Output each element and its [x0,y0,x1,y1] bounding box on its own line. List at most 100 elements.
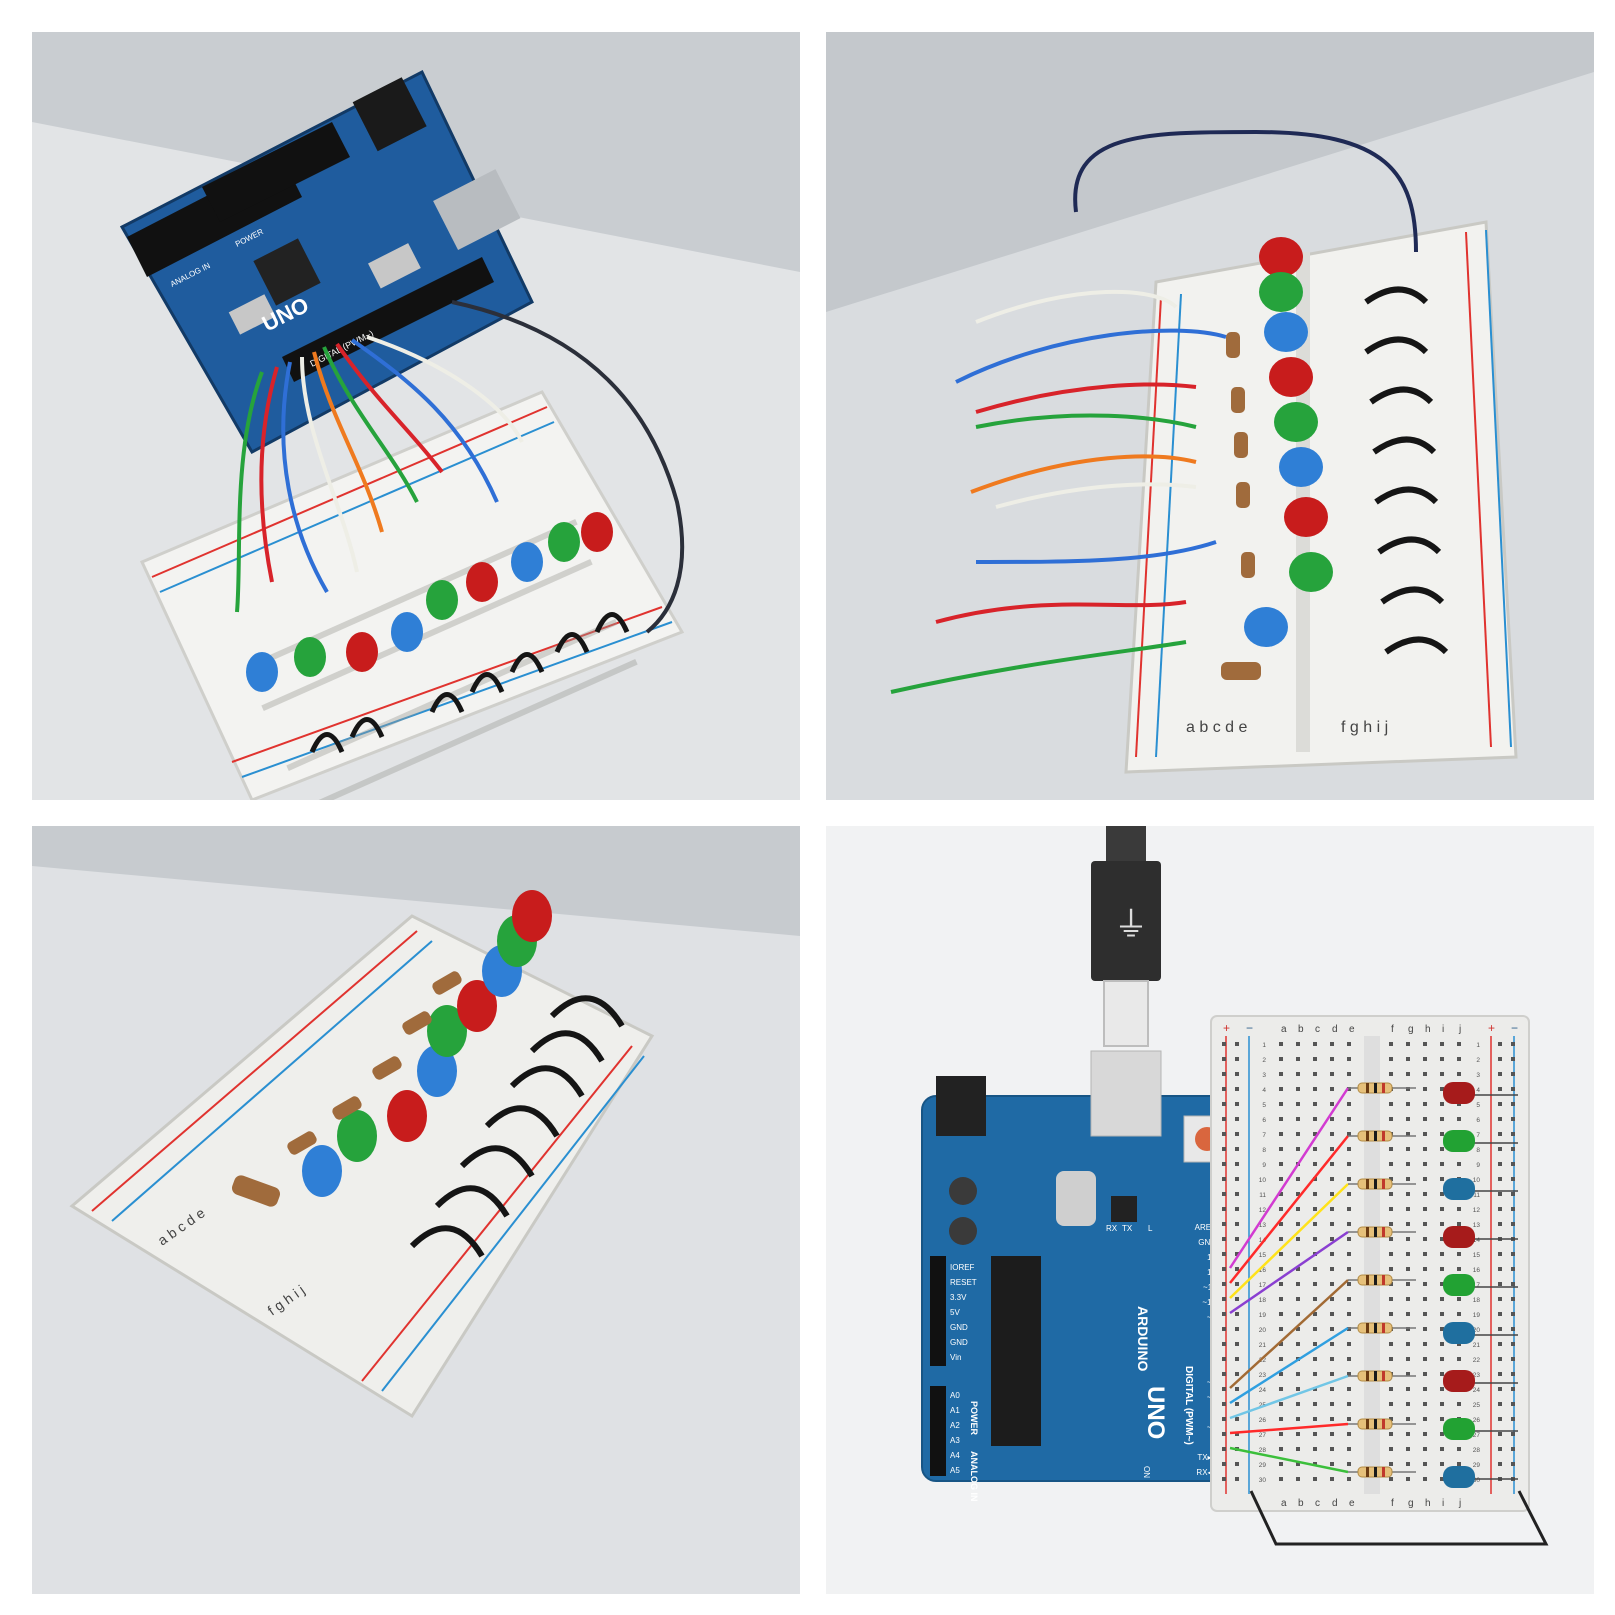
breadboard-hole [1511,1462,1515,1466]
breadboard-hole [1511,1402,1515,1406]
breadboard-hole [1296,1117,1300,1121]
breadboard-hole [1406,1282,1410,1286]
breadboard-column-label: g [1408,1498,1414,1509]
breadboard-hole [1423,1222,1427,1226]
resistor-band [1374,1131,1377,1141]
breadboard-hole [1296,1177,1300,1181]
breadboard-hole [1498,1162,1502,1166]
breadboard-hole [1389,1147,1393,1151]
breadboard-hole [1330,1252,1334,1256]
breadboard-hole [1406,1402,1410,1406]
breadboard-hole [1440,1102,1444,1106]
breadboard-column-label: c [1315,1498,1320,1509]
breadboard-hole [1498,1252,1502,1256]
breadboard-hole [1279,1282,1283,1286]
rail-minus-label-right: − [1511,1021,1518,1035]
breadboard-hole [1389,1207,1393,1211]
breadboard-hole [1279,1297,1283,1301]
led-column [302,890,552,1197]
breadboard-hole [1330,1282,1334,1286]
photo-arduino-and-breadboard: UNO DIGITAL (PWM~) POWER ANALOG IN [32,32,800,800]
breadboard-row-label: 20 [1259,1327,1267,1334]
breadboard-hole [1389,1177,1393,1181]
led-row [246,512,613,692]
breadboard-hole [1222,1417,1226,1421]
breadboard-hole [1406,1072,1410,1076]
breadboard-hole [1296,1342,1300,1346]
breadboard-hole [1440,1387,1444,1391]
breadboard-hole [1440,1057,1444,1061]
ground-bridge-wires [309,612,630,754]
breadboard-row-label: 15 [1259,1252,1267,1259]
breadboard-hole [1235,1387,1239,1391]
breadboard-hole [1296,1207,1300,1211]
breadboard-hole [1498,1447,1502,1451]
photo-1-scene: UNO DIGITAL (PWM~) POWER ANALOG IN [32,32,800,800]
breadboard-hole [1330,1267,1334,1271]
breadboard-hole [1330,1417,1334,1421]
breadboard-hole [1313,1237,1317,1241]
breadboard-hole [1347,1297,1351,1301]
resistor-band [1366,1131,1369,1141]
breadboard-hole [1440,1297,1444,1301]
breadboard-hole [1406,1477,1410,1481]
signal-wire [1229,1135,1349,1284]
breadboard-hole [1406,1267,1410,1271]
breadboard-row-label: 28 [1259,1447,1267,1454]
digital-pin-label: TX▸1 [1197,1453,1216,1462]
breadboard-hole [1440,1162,1444,1166]
breadboard-hole [1279,1192,1283,1196]
breadboard-row-label: 11 [1473,1192,1480,1199]
ground-return-wire [1249,1490,1549,1546]
breadboard-columns-left: a b c d e [1186,719,1247,736]
breadboard-hole [1498,1432,1502,1436]
breadboard-hole [1330,1327,1334,1331]
breadboard-column-label: f [1391,1498,1394,1509]
breadboard-hole [1313,1312,1317,1316]
breadboard-hole [1279,1102,1283,1106]
breadboard-hole [1347,1102,1351,1106]
breadboard-hole [1423,1267,1427,1271]
arduino-brand-label: ARDUINO [1135,1306,1151,1371]
breadboard-hole [1235,1042,1239,1046]
breadboard-column-label: e [1349,1024,1355,1035]
signal-wire [1229,1279,1349,1389]
signal-wire [1229,1446,1349,1474]
resistor-band [1382,1467,1385,1477]
breadboard-hole [1279,1147,1283,1151]
breadboard-hole [1330,1297,1334,1301]
breadboard-hole [1440,1462,1444,1466]
breadboard-column-label: h [1425,1498,1431,1509]
breadboard-hole [1296,1432,1300,1436]
breadboard-hole [1279,1402,1283,1406]
breadboard-hole [1313,1417,1317,1421]
power-pin-label: IOREF [950,1263,975,1272]
breadboard: a b c d e f g h i j [69,914,655,1419]
breadboard-row-label: 18 [1473,1297,1481,1304]
resistor-band [1374,1419,1377,1429]
breadboard-hole [1347,1477,1351,1481]
breadboard-hole [1347,1072,1351,1076]
breadboard-hole [1296,1327,1300,1331]
breadboard-hole [1235,1297,1239,1301]
breadboard-column-label: i [1442,1498,1444,1509]
breadboard-hole [1389,1432,1393,1436]
breadboard-hole [1279,1117,1283,1121]
breadboard-hole [1330,1207,1334,1211]
breadboard-hole [1222,1102,1226,1106]
breadboard-hole [1296,1297,1300,1301]
breadboard-hole [1406,1447,1410,1451]
breadboard-hole [1296,1192,1300,1196]
breadboard-column-label: h [1425,1024,1431,1035]
breadboard-hole [1511,1192,1515,1196]
breadboard-hole [1296,1447,1300,1451]
breadboard-hole [1222,1147,1226,1151]
breadboard-hole [1235,1102,1239,1106]
breadboard-column-label: i [1442,1024,1444,1035]
jumper-wires [235,300,685,634]
resistors [231,971,462,1207]
breadboard-hole [1347,1162,1351,1166]
breadboard-hole [1235,1477,1239,1481]
led-red [1443,1370,1475,1392]
